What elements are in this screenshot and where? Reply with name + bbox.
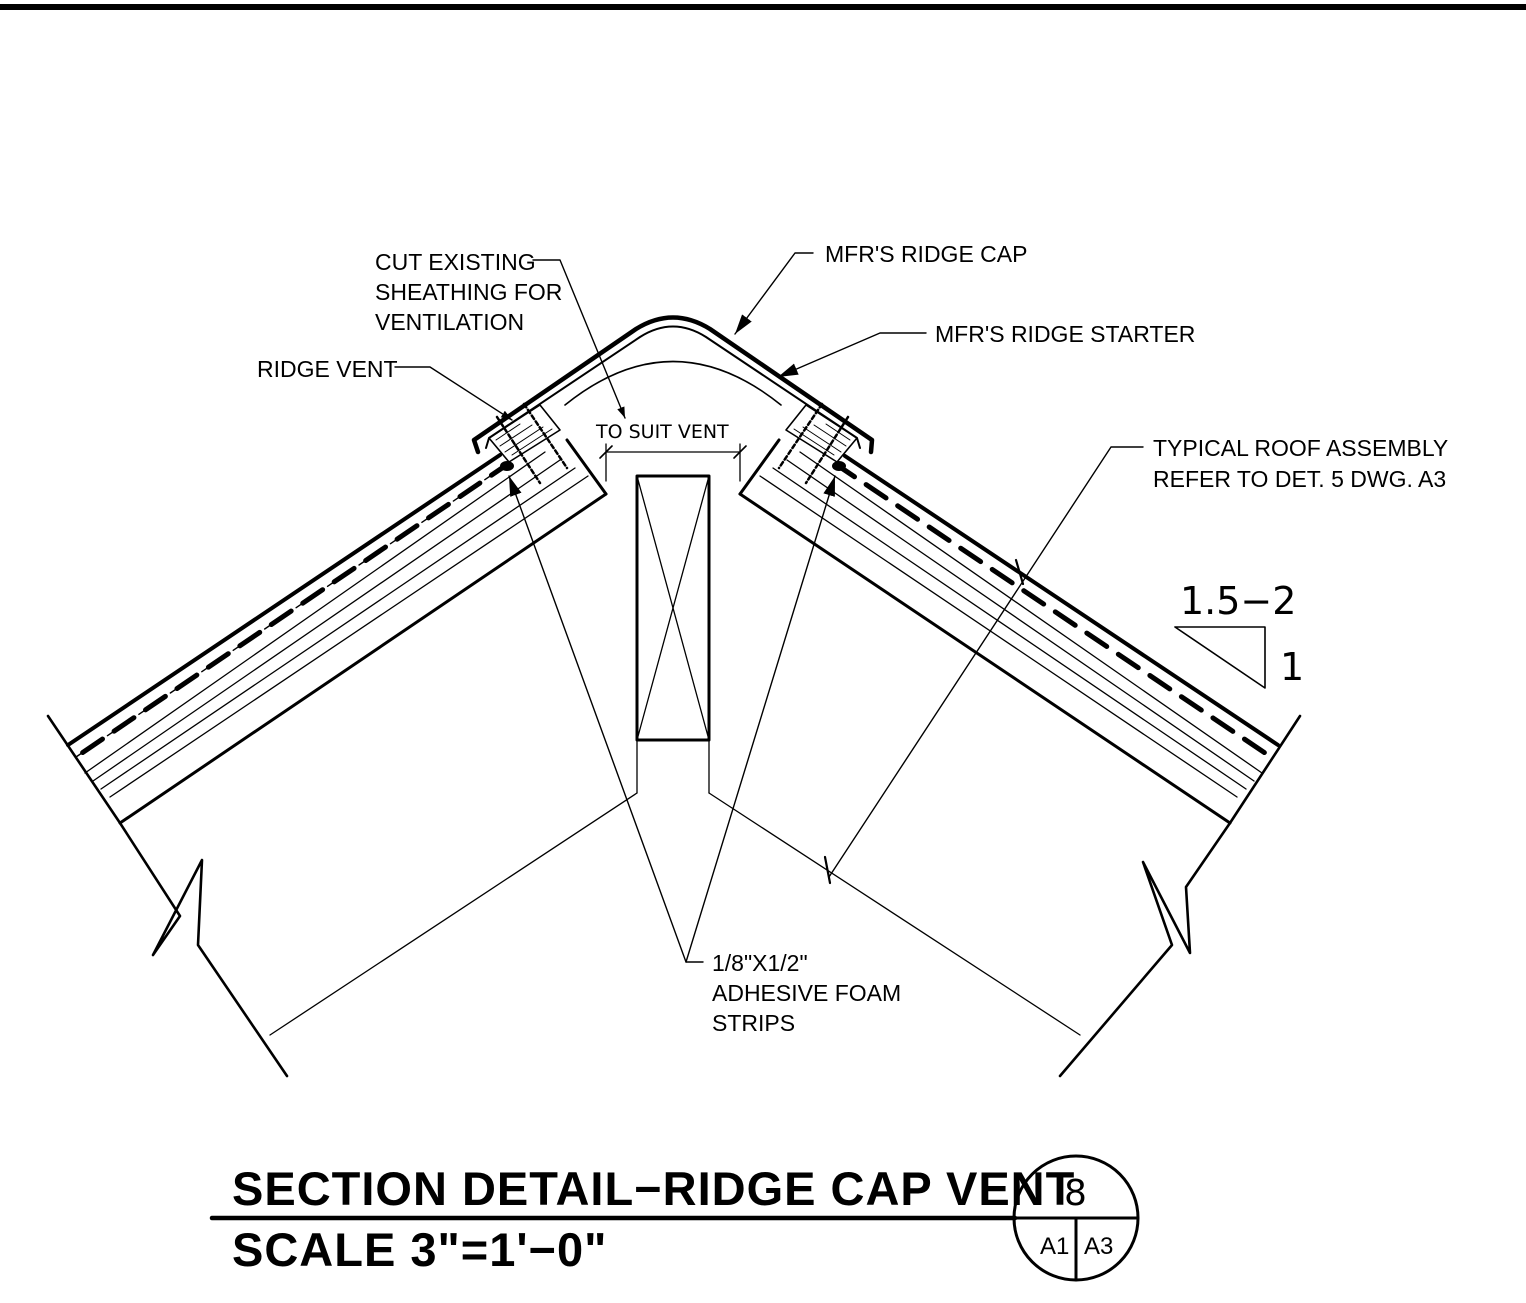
svg-text:1/8"X1/2": 1/8"X1/2" xyxy=(712,950,808,976)
slope-ratio: 1.5−2 xyxy=(1180,579,1296,623)
svg-text:STRIPS: STRIPS xyxy=(712,1010,795,1036)
slope-indicator: 1.5−2 1 xyxy=(1174,579,1304,689)
ridge-vent-note: RIDGE VENT xyxy=(257,356,398,382)
fastener-screws xyxy=(495,402,850,485)
roof-assembly-note: TYPICAL ROOF ASSEMBLY REFER TO DET. 5 DW… xyxy=(1153,435,1448,492)
right-roof-slope xyxy=(708,438,1302,1078)
svg-text:ADHESIVE FOAM: ADHESIVE FOAM xyxy=(712,980,901,1006)
foam-strips xyxy=(500,461,846,471)
svg-text:TYPICAL ROOF ASSEMBLY: TYPICAL ROOF ASSEMBLY xyxy=(1153,435,1448,461)
detail-bubble: 8 A1 A3 xyxy=(1012,1154,1140,1282)
ridge-starter xyxy=(564,360,782,406)
detail-title: SECTION DETAIL−RIDGE CAP VENT xyxy=(232,1162,1075,1215)
ridge-cap-note: MFR'S RIDGE CAP xyxy=(825,241,1027,267)
leader-lines xyxy=(394,252,1144,963)
svg-text:SHEATHING FOR: SHEATHING FOR xyxy=(375,279,562,305)
detail-title-block: SECTION DETAIL−RIDGE CAP VENT SCALE 3"=1… xyxy=(209,1162,1075,1276)
svg-text:CUT EXISTING: CUT EXISTING xyxy=(375,249,536,275)
foam-strips-note: 1/8"X1/2" ADHESIVE FOAM STRIPS xyxy=(712,950,901,1036)
sheet-referenced: A3 xyxy=(1084,1233,1113,1260)
ridge-board xyxy=(635,474,711,794)
ridge-starter-note: MFR'S RIDGE STARTER xyxy=(935,321,1195,347)
detail-scale: SCALE 3"=1'−0" xyxy=(232,1223,607,1276)
detail-number: 8 xyxy=(1064,1173,1087,1214)
to-suit-vent-label: TO SUIT VENT xyxy=(595,421,729,443)
svg-text:VENTILATION: VENTILATION xyxy=(375,309,524,335)
cut-sheathing-note: CUT EXISTING SHEATHING FOR VENTILATION xyxy=(375,249,562,335)
sheet-drawn-on: A1 xyxy=(1040,1233,1069,1260)
slope-unit: 1 xyxy=(1280,645,1304,689)
svg-text:REFER TO DET. 5 DWG. A3: REFER TO DET. 5 DWG. A3 xyxy=(1153,466,1446,492)
ridge-cap xyxy=(471,315,875,455)
left-roof-slope xyxy=(46,438,638,1078)
to-suit-vent-dimension xyxy=(599,443,747,482)
